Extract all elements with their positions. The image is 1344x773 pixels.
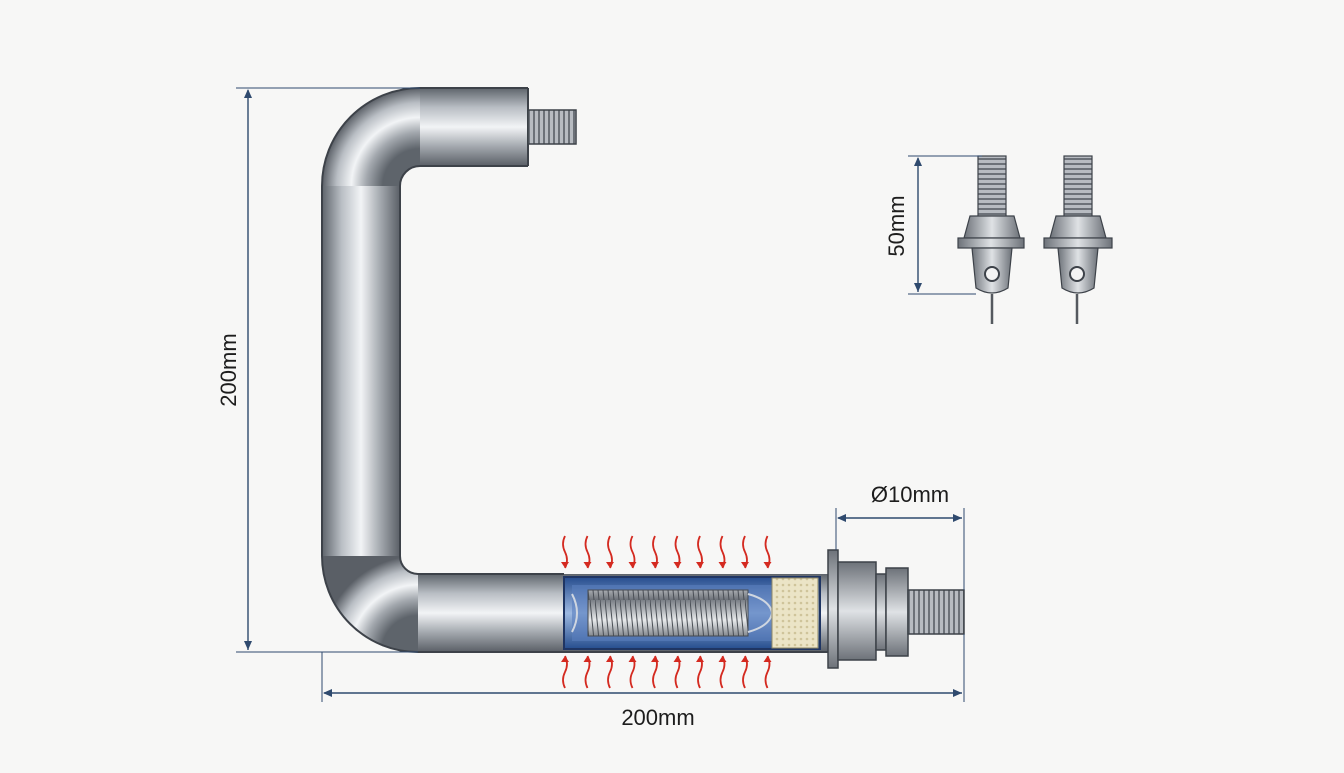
right-terminal-assembly [827,549,965,669]
cutaway-section [563,576,821,650]
dimension-diameter: Ø10mm [835,482,965,590]
heat-arrowhead-top-2 [606,562,614,568]
bent-heating-tube [321,87,836,653]
dimension-horizontal: 200mm [321,634,965,730]
terminal-detail-left [957,155,1025,324]
heat-arrowhead-bottom-3 [628,656,637,662]
terminal-dimension-label: 50mm [884,195,909,256]
heat-arrowhead-bottom-0 [561,656,569,662]
heat-arrowhead-bottom-9 [763,656,772,662]
heat-arrowhead-top-6 [696,562,704,568]
dimension-terminal-height: 50mm [884,155,982,295]
heat-arrowhead-bottom-4 [651,656,659,662]
heat-arrowhead-top-1 [583,562,592,568]
heat-arrowhead-top-4 [651,562,659,568]
filler-plug [771,577,819,649]
heat-arrowhead-bottom-1 [583,656,592,662]
heat-arrowhead-top-0 [561,562,569,568]
horizontal-dimension-label: 200mm [621,705,694,730]
heat-arrowhead-bottom-2 [606,656,614,662]
heat-arrows [561,535,772,689]
top-thread-stub [527,109,577,145]
heat-arrowhead-top-8 [741,562,749,568]
heat-arrowhead-bottom-7 [718,656,727,662]
heat-arrowhead-bottom-8 [741,656,749,662]
heat-arrowhead-bottom-5 [673,656,682,662]
resistance-coil [587,589,749,637]
diameter-dimension-label: Ø10mm [871,482,949,507]
heat-arrowhead-top-5 [673,562,682,568]
dimension-vertical: 200mm [216,87,420,653]
terminal-detail-right [1043,155,1113,324]
heat-arrowhead-bottom-6 [696,656,704,662]
heat-arrowhead-top-7 [718,562,727,568]
vertical-dimension-label: 200mm [216,333,241,406]
heat-arrowhead-top-3 [628,562,637,568]
heat-arrowhead-top-9 [763,562,772,568]
